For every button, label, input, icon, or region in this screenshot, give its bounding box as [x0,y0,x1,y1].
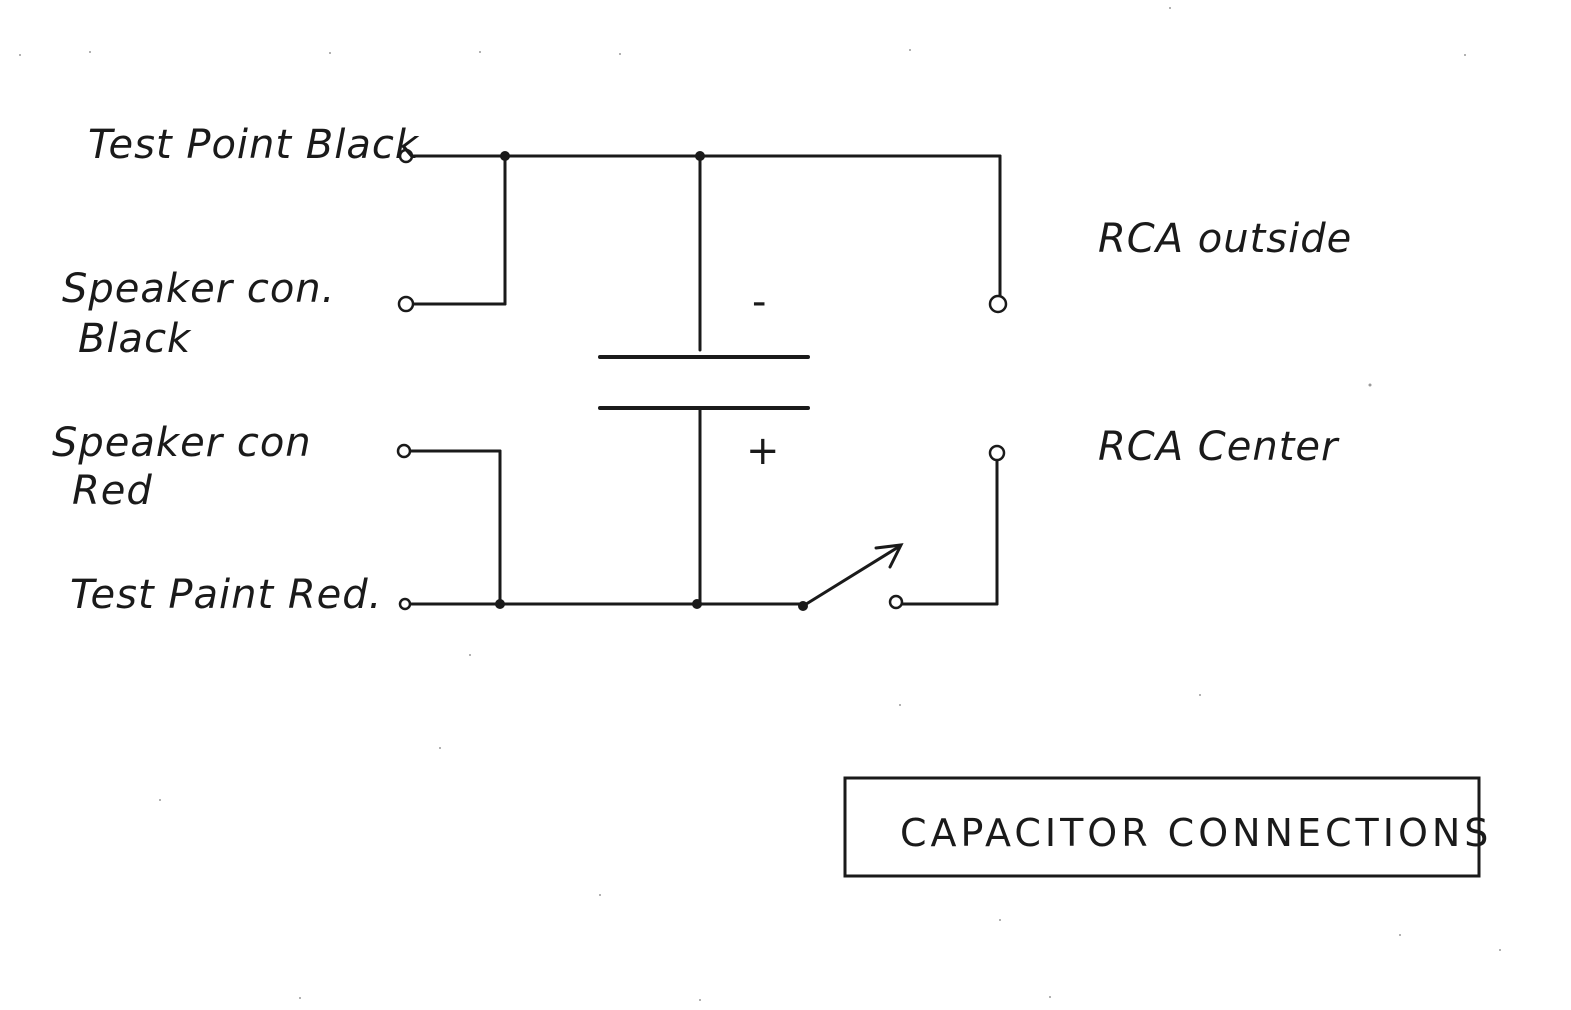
switch-arrow-head [874,543,904,569]
title-frame [843,776,1481,878]
capacitor-symbol: - + [598,279,810,474]
terminal-rca-outside [988,294,1008,314]
label-speaker-con-black-line1: Speaker con. [62,266,335,312]
label-test-point-red: Test Paint Red. [70,572,382,618]
terminal-test-point-black [398,148,414,164]
diagram-title: CAPACITOR CONNECTIONS [900,811,1492,855]
junction-dot [695,151,705,161]
negative-rail [406,151,1002,352]
label-rca-center: RCA Center [1098,424,1340,470]
switch-symbol [798,458,999,611]
positive-rail [406,406,805,609]
label-speaker-con-black-line2: Black [78,316,192,362]
switch-contact [888,594,904,610]
junction-dot [500,151,510,161]
negative-mark: - [752,279,766,325]
terminals [396,148,1008,611]
terminal-rca-center [988,444,1006,462]
terminal-speaker-black [397,295,415,313]
title-block: CAPACITOR CONNECTIONS [843,776,1492,878]
junction-dot [692,599,702,609]
positive-mark: + [746,428,780,474]
label-test-point-black: Test Point Black [88,122,420,168]
label-rca-outside: RCA outside [1098,216,1352,262]
switch-lever [801,544,902,608]
terminal-test-point-red [398,597,412,611]
terminal-speaker-red [396,443,412,459]
labels: Test Point Black Speaker con. Black Spea… [52,122,1352,618]
junction-dot [495,599,505,609]
label-speaker-con-red-line1: Speaker con [52,420,312,466]
label-speaker-con-red-line2: Red [72,468,153,514]
scan-noise [19,7,1501,1001]
